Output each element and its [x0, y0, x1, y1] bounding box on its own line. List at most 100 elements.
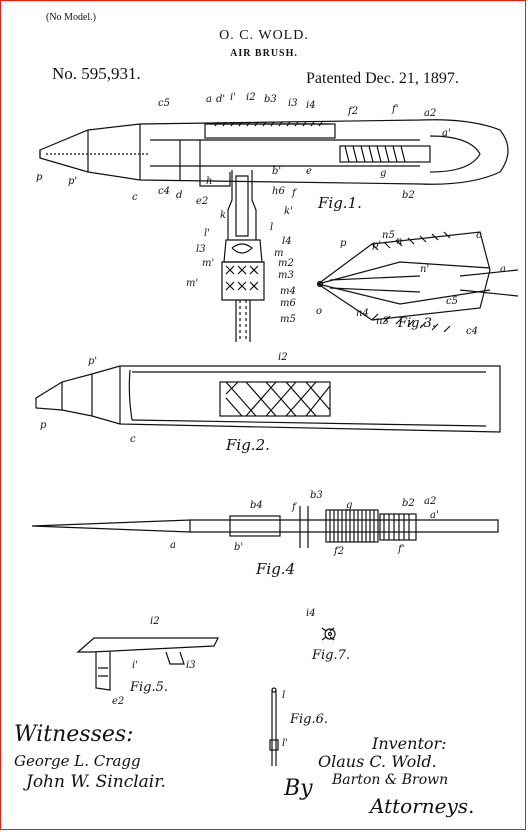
ref-label: e2 — [196, 196, 209, 207]
fig5-caption: Fig.5. — [130, 680, 169, 695]
fig7-drawing — [321, 627, 336, 641]
fig1-drawing — [39, 119, 509, 342]
fig4-drawing — [31, 506, 499, 548]
ref-label: n4 — [356, 308, 369, 319]
ref-label: f' — [392, 104, 399, 115]
ref-label: g — [380, 168, 387, 179]
ref-label: o — [316, 306, 323, 317]
patent-number: No. 595,931. — [52, 64, 141, 83]
ref-label: b2 — [402, 190, 415, 201]
ref-label: f2 — [348, 106, 359, 117]
ref-label: f2 — [334, 546, 345, 557]
ref-label: n3 — [376, 316, 389, 327]
attorneys-firm-signature: Barton & Brown — [332, 772, 449, 788]
ref-label: m6 — [280, 298, 296, 309]
ref-label: b2 — [402, 498, 415, 509]
witness-signature-1: George L. Cragg — [14, 752, 141, 770]
no-model-note: (No Model.) — [46, 12, 96, 23]
ref-label: b3 — [264, 94, 277, 105]
fig6-caption: Fig.6. — [290, 712, 329, 727]
ref-label: a' — [430, 510, 439, 521]
ref-label: a2 — [424, 496, 437, 507]
fig2-caption: Fig.2. — [226, 436, 270, 454]
patent-title: AIR BRUSH. — [230, 48, 298, 59]
fig6-drawing — [269, 687, 279, 766]
ref-label: h — [206, 176, 213, 187]
ref-label: c — [476, 230, 482, 241]
ref-label: a2 — [424, 108, 437, 119]
ref-label: p — [40, 420, 47, 431]
ref-label: h6 — [272, 186, 285, 197]
ref-label: a — [206, 94, 212, 105]
ref-label: c4 — [466, 326, 478, 337]
by-text: By — [284, 776, 313, 801]
ref-label: b3 — [310, 490, 323, 501]
ref-label: l — [282, 690, 286, 701]
ref-label: i3 — [288, 98, 298, 109]
fig1-caption: Fig.1. — [318, 194, 362, 212]
fig2-drawing — [35, 365, 501, 433]
ref-label: m4 — [280, 286, 296, 297]
ref-label: i' — [132, 660, 138, 671]
ref-label: a — [500, 264, 506, 275]
inventor-heading: Inventor: — [372, 734, 447, 753]
ref-label: n' — [420, 264, 430, 275]
ref-label: i2 — [278, 352, 288, 363]
ref-label: c — [132, 192, 138, 203]
ref-label: p — [36, 172, 43, 183]
ref-label: c4 — [158, 186, 170, 197]
ref-label: l4 — [282, 236, 292, 247]
ref-label: m — [274, 248, 284, 259]
ref-label: m' — [202, 258, 215, 269]
ref-label: k — [220, 210, 227, 221]
ref-label: m2 — [278, 258, 294, 269]
fig7-caption: Fig.7. — [312, 648, 351, 663]
ref-label: f — [292, 188, 296, 199]
ref-label: i4 — [306, 100, 316, 111]
fig5-drawing — [76, 637, 219, 691]
attorneys-heading: Attorneys. — [370, 794, 475, 818]
ref-label: n5 — [382, 230, 395, 241]
ref-label: l' — [282, 738, 288, 749]
fig3-caption: Fig.3. — [398, 316, 437, 331]
ref-label: d' — [216, 94, 226, 105]
ref-label: p' — [372, 240, 382, 251]
ref-label: l — [270, 222, 274, 233]
ref-label: e — [306, 166, 312, 177]
ref-label: i4 — [306, 608, 316, 619]
ref-label: p — [340, 238, 347, 249]
ref-label: c5 — [158, 98, 170, 109]
ref-label: a — [170, 540, 176, 551]
ref-label: e2 — [112, 696, 125, 707]
ref-label: i3 — [186, 660, 196, 671]
patent-date: Patented Dec. 21, 1897. — [306, 70, 459, 87]
inventor-name-heading: O. C. WOLD. — [219, 28, 309, 43]
inventor-signature: Olaus C. Wold. — [318, 752, 437, 771]
ref-label: b' — [272, 166, 282, 177]
ref-label: b4 — [250, 500, 263, 511]
ref-label: p' — [68, 176, 78, 187]
ref-label: f' — [398, 544, 405, 555]
witness-signature-2: John W. Sinclair. — [26, 772, 166, 792]
ref-label: l3 — [196, 244, 206, 255]
ref-label: f — [292, 502, 296, 513]
ref-label: b' — [234, 542, 244, 553]
ref-label: m3 — [278, 270, 294, 281]
ref-label: k' — [284, 206, 293, 217]
ref-label: p' — [88, 356, 98, 367]
ref-label: n — [396, 236, 403, 247]
ref-label: m' — [186, 278, 199, 289]
ref-label: a' — [442, 128, 451, 139]
fig4-caption: Fig.4 — [256, 560, 296, 578]
witnesses-heading: Witnesses: — [14, 722, 134, 747]
ref-label: i' — [230, 92, 236, 103]
ref-label: g — [346, 500, 353, 511]
ref-label: c5 — [446, 296, 458, 307]
ref-label: l' — [204, 228, 210, 239]
ref-label: i2 — [246, 92, 256, 103]
ref-label: d — [176, 190, 183, 201]
ref-label: c — [130, 434, 136, 445]
ref-label: m5 — [280, 314, 296, 325]
